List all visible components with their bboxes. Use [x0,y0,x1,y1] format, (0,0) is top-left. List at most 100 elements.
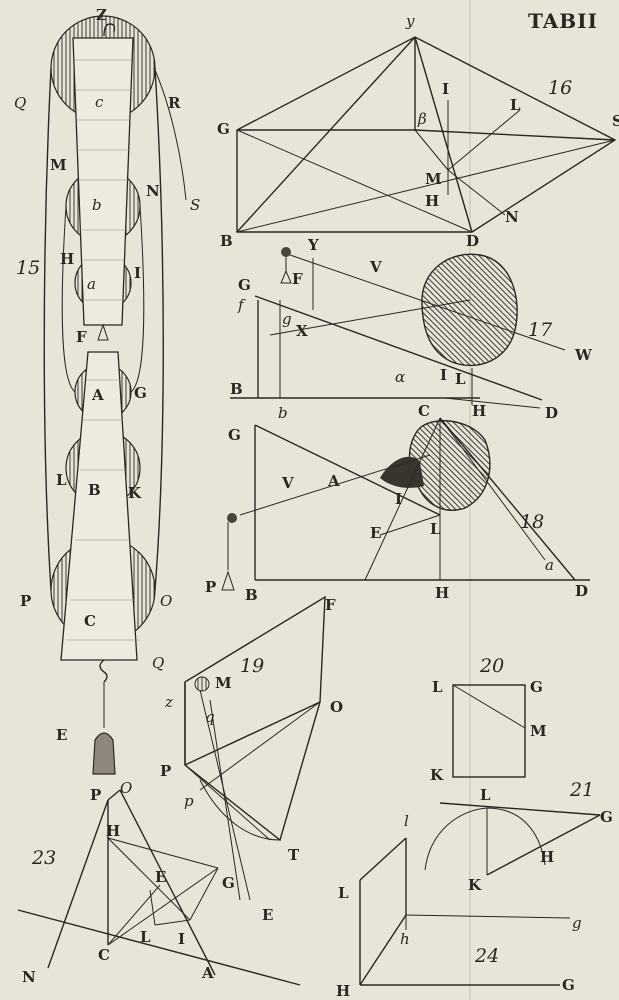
label-fig23-h: H [106,822,120,840]
label-fig18-p: P [205,578,216,596]
label-fig16-m: M [425,170,442,188]
label-fig21-h: H [540,848,554,866]
label-fig18-a: A [327,472,340,490]
hanging-weight [92,732,116,775]
label-fig15-e: E [56,726,67,744]
label-fig18-l: L [430,520,441,538]
label-fig17-l: L [455,370,466,388]
label-fig23-i: I [178,930,185,948]
label-fig17-g: G [238,276,251,294]
figure-16: y G I L β M H B D N S 16 [217,12,619,250]
lower-block [60,351,138,661]
label-fig15-o: O [160,592,172,610]
label-fig18-v: V [281,474,294,492]
label-fig24-l: l [404,812,409,830]
label-fig15-l: L [56,471,67,489]
label-fig18-a: a [545,556,554,574]
ball-18 [227,513,237,523]
label-fig17-b: b [278,404,288,422]
label-fig24-g: g [572,914,582,932]
label-fig15-a: A [91,386,104,404]
label-fig23-n: N [22,968,36,986]
label-fig15-a: a [87,275,96,293]
label-figure_numbers-f17: 17 [528,319,553,341]
label-fig19-t: T [288,846,300,864]
label-fig19-e: E [262,906,273,924]
label-fig19-m: M [215,674,232,692]
label-fig18-d: D [575,582,588,600]
label-fig17-x: X [296,322,308,340]
label-fig15-z: Z [96,6,107,24]
label-fig17-f: F [292,270,303,288]
label-fig17-i: I [440,366,447,384]
label-fig24-h: h [400,930,410,948]
label-fig17-w: W [574,346,593,364]
label-fig15-m: M [50,156,67,174]
label-fig15-c: C [84,612,96,630]
label-figure_numbers-f20: 20 [479,655,504,677]
label-fig18-i: I [395,490,402,508]
label-fig17-v: V [369,258,382,276]
figure-23: P O H E G C L I N A 23 [17,779,301,986]
label-fig19-p: P [160,762,171,780]
label-fig15-c: c [95,93,104,111]
figure-20: L G M K 20 [430,655,547,784]
plate-title: TABII [528,9,598,33]
label-fig17-d: D [545,404,558,422]
label-fig15-s: S [190,196,200,214]
label-fig15-i: I [134,264,141,282]
label-fig20-k: K [430,766,444,784]
label-fig17-b: B [230,380,243,398]
label-fig23-g: G [222,874,235,892]
label-fig15-g: G [134,384,147,402]
label-fig15-f: F [76,328,87,346]
label-fig15-p: P [20,592,31,610]
label-figure_numbers-f19: 19 [240,655,264,677]
rock-17 [421,253,518,367]
label-fig19-q: q [205,708,215,726]
label-figure_numbers-f16: 16 [548,77,572,99]
label-fig16-s: S [612,112,619,130]
label-fig20-l: L [432,678,443,696]
figure-21: L G H K 21 [424,779,613,894]
figure-18: G V A I E L a P B H D 18 [205,417,590,604]
label-fig16-n: N [505,208,519,226]
label-fig15-r: R [168,94,181,112]
label-fig23-a: A [201,964,214,982]
label-fig18-h: H [435,584,449,602]
figure-15: Z Q R c M N S b H I a F A G L B K P O C … [14,6,200,775]
label-fig21-l: L [480,786,491,804]
rock-18-shadow [380,456,424,488]
label-fig23-l: L [140,928,151,946]
label-fig15-k: K [128,484,142,502]
label-fig23-e: E [155,868,166,886]
label-fig24-l: L [338,884,349,902]
label-fig19-z: z [164,693,173,711]
ball-19 [194,676,210,692]
label-fig17-g: g [282,310,292,328]
label-fig17-c: C [418,402,430,420]
label-fig16-h: H [425,192,439,210]
label-fig17-y: Y [307,236,319,254]
label-fig15-b: b [92,196,102,214]
label-fig24-g: G [562,976,575,994]
label-fig21-g: G [600,808,613,826]
label-fig19-f: F [325,596,336,614]
figure-24: l L h g H G 24 [336,812,582,1000]
label-fig16-b: B [220,232,233,250]
label-fig18-g: G [228,426,241,444]
label-fig21-k: K [468,876,482,894]
label-fig23-o: O [120,779,132,797]
figure-19: Q M F z q O P p T E 19 [152,595,343,924]
label-figure_numbers-f18: 18 [520,511,544,533]
upper-block [72,37,134,326]
label-fig23-c: C [98,946,110,964]
label-fig15-b: B [88,481,101,499]
label-fig20-m: M [530,722,547,740]
label-figure_numbers-f24: 24 [474,945,499,967]
label-fig15-q: Q [14,94,26,112]
label-figure_numbers-f21: 21 [569,779,594,801]
label-fig16-y: y [405,12,415,30]
label-fig17-f: f [237,296,246,314]
